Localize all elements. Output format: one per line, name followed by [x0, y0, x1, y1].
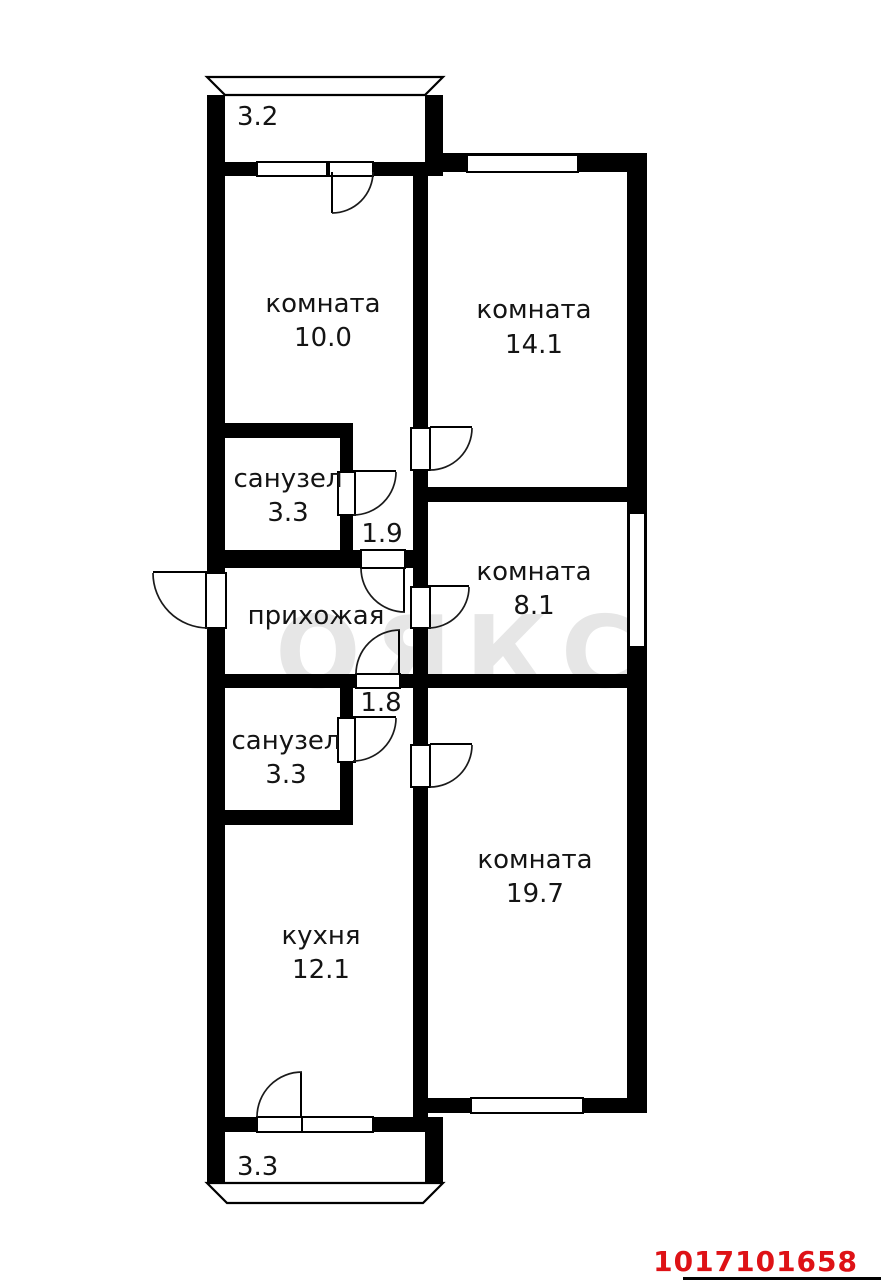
corridor19-door-slot — [360, 549, 406, 569]
kitchen-balcony-door-arc — [256, 1071, 303, 1118]
bathroom1-door-leaf — [353, 470, 396, 472]
room8-door-arc — [427, 586, 470, 629]
room8-door-leaf — [428, 585, 469, 587]
doors — [152, 171, 473, 1118]
bottom-balcony-side-wall — [425, 1117, 443, 1183]
corridor19-door-arc — [360, 567, 406, 613]
bathroom2-south-wall — [207, 810, 353, 825]
room10-area: 10.0 — [294, 323, 352, 353]
room14-area: 14.1 — [505, 330, 563, 360]
kitchen-balcony-door-leaf — [300, 1072, 302, 1117]
central-wall-upper — [413, 162, 428, 428]
room14-door-arc — [429, 427, 473, 471]
kitchen-area: 12.1 — [292, 955, 350, 985]
labels: 3.2 комната 10.0 комната 14.1 санузел 3.… — [231, 102, 592, 1182]
central-wall-mid2 — [413, 628, 428, 674]
entrance-door-arc — [152, 572, 209, 629]
room8-window — [628, 512, 646, 648]
left-outer-wall — [207, 95, 225, 1183]
bathroom2-name: санузел — [231, 726, 340, 756]
bathroom2-door-leaf — [353, 716, 396, 718]
room10-balcony-door-arc — [331, 171, 374, 214]
hallway-name: прихожая — [248, 601, 385, 631]
corridor18-door-slot — [355, 673, 401, 689]
room8-area: 8.1 — [513, 591, 554, 621]
top-balcony-side-wall — [425, 95, 443, 162]
central-wall-mid — [413, 502, 428, 587]
corridor18-door-arc — [355, 629, 401, 675]
kitchen-balcony-door-slot — [256, 1116, 303, 1133]
balcony-top-label: 3.2 — [237, 102, 278, 132]
room10-name: комната — [265, 289, 380, 319]
footer: 1017101658 — [653, 1245, 881, 1280]
entrance-door-leaf — [153, 571, 208, 573]
room10-balcony-door-slot — [328, 161, 374, 177]
kitchen-room19-wall — [413, 787, 428, 1117]
room14-name: комната — [476, 295, 591, 325]
room19-door-leaf — [430, 743, 472, 745]
footer-divider — [683, 1277, 881, 1280]
bathroom1-door-arc — [352, 471, 397, 516]
balcony-railings — [204, 75, 446, 1205]
watermark-text: ОЯКС — [275, 594, 648, 711]
room19-door-slot — [410, 744, 431, 788]
room10-window — [256, 161, 328, 177]
hall-south-wall — [207, 674, 647, 688]
central-wall-stub — [413, 470, 428, 487]
room19-area: 19.7 — [506, 879, 564, 909]
room10-balcony-door-leaf — [331, 172, 333, 213]
bathroom2-door-arc — [352, 717, 397, 762]
central-wall-lower — [413, 688, 428, 745]
bathroom1-door-slot — [337, 471, 356, 516]
room8-name: комната — [476, 557, 591, 587]
kitchen-window — [301, 1116, 374, 1133]
balcony-bottom-label: 3.3 — [237, 1152, 278, 1182]
corridor19-area: 1.9 — [361, 519, 402, 549]
room19-door-arc — [429, 744, 473, 788]
top-balcony-railing — [204, 75, 446, 97]
bathroom2-area: 3.3 — [265, 760, 306, 790]
openings — [205, 154, 646, 1133]
listing-id: 1017101658 — [653, 1245, 858, 1278]
corridor18-door-leaf — [398, 630, 400, 674]
room14-door-leaf — [430, 426, 472, 428]
room19-window — [470, 1097, 584, 1114]
room8-door-slot — [410, 586, 431, 629]
corridor19-door-leaf — [403, 568, 405, 612]
bathroom2-door-slot — [337, 717, 356, 763]
bathroom1-area: 3.3 — [267, 498, 308, 528]
room14-door-slot — [410, 427, 431, 471]
kitchen-name: кухня — [281, 921, 360, 951]
room14-window — [466, 154, 579, 173]
bathroom1-north-wall — [223, 423, 353, 438]
room14-south-wall — [413, 487, 647, 502]
corridor18-area: 1.8 — [360, 688, 401, 718]
entrance-door-slot — [205, 572, 227, 629]
bathroom1-name: санузел — [233, 464, 342, 494]
room19-name: комната — [477, 845, 592, 875]
bottom-balcony-railing — [204, 1181, 446, 1205]
